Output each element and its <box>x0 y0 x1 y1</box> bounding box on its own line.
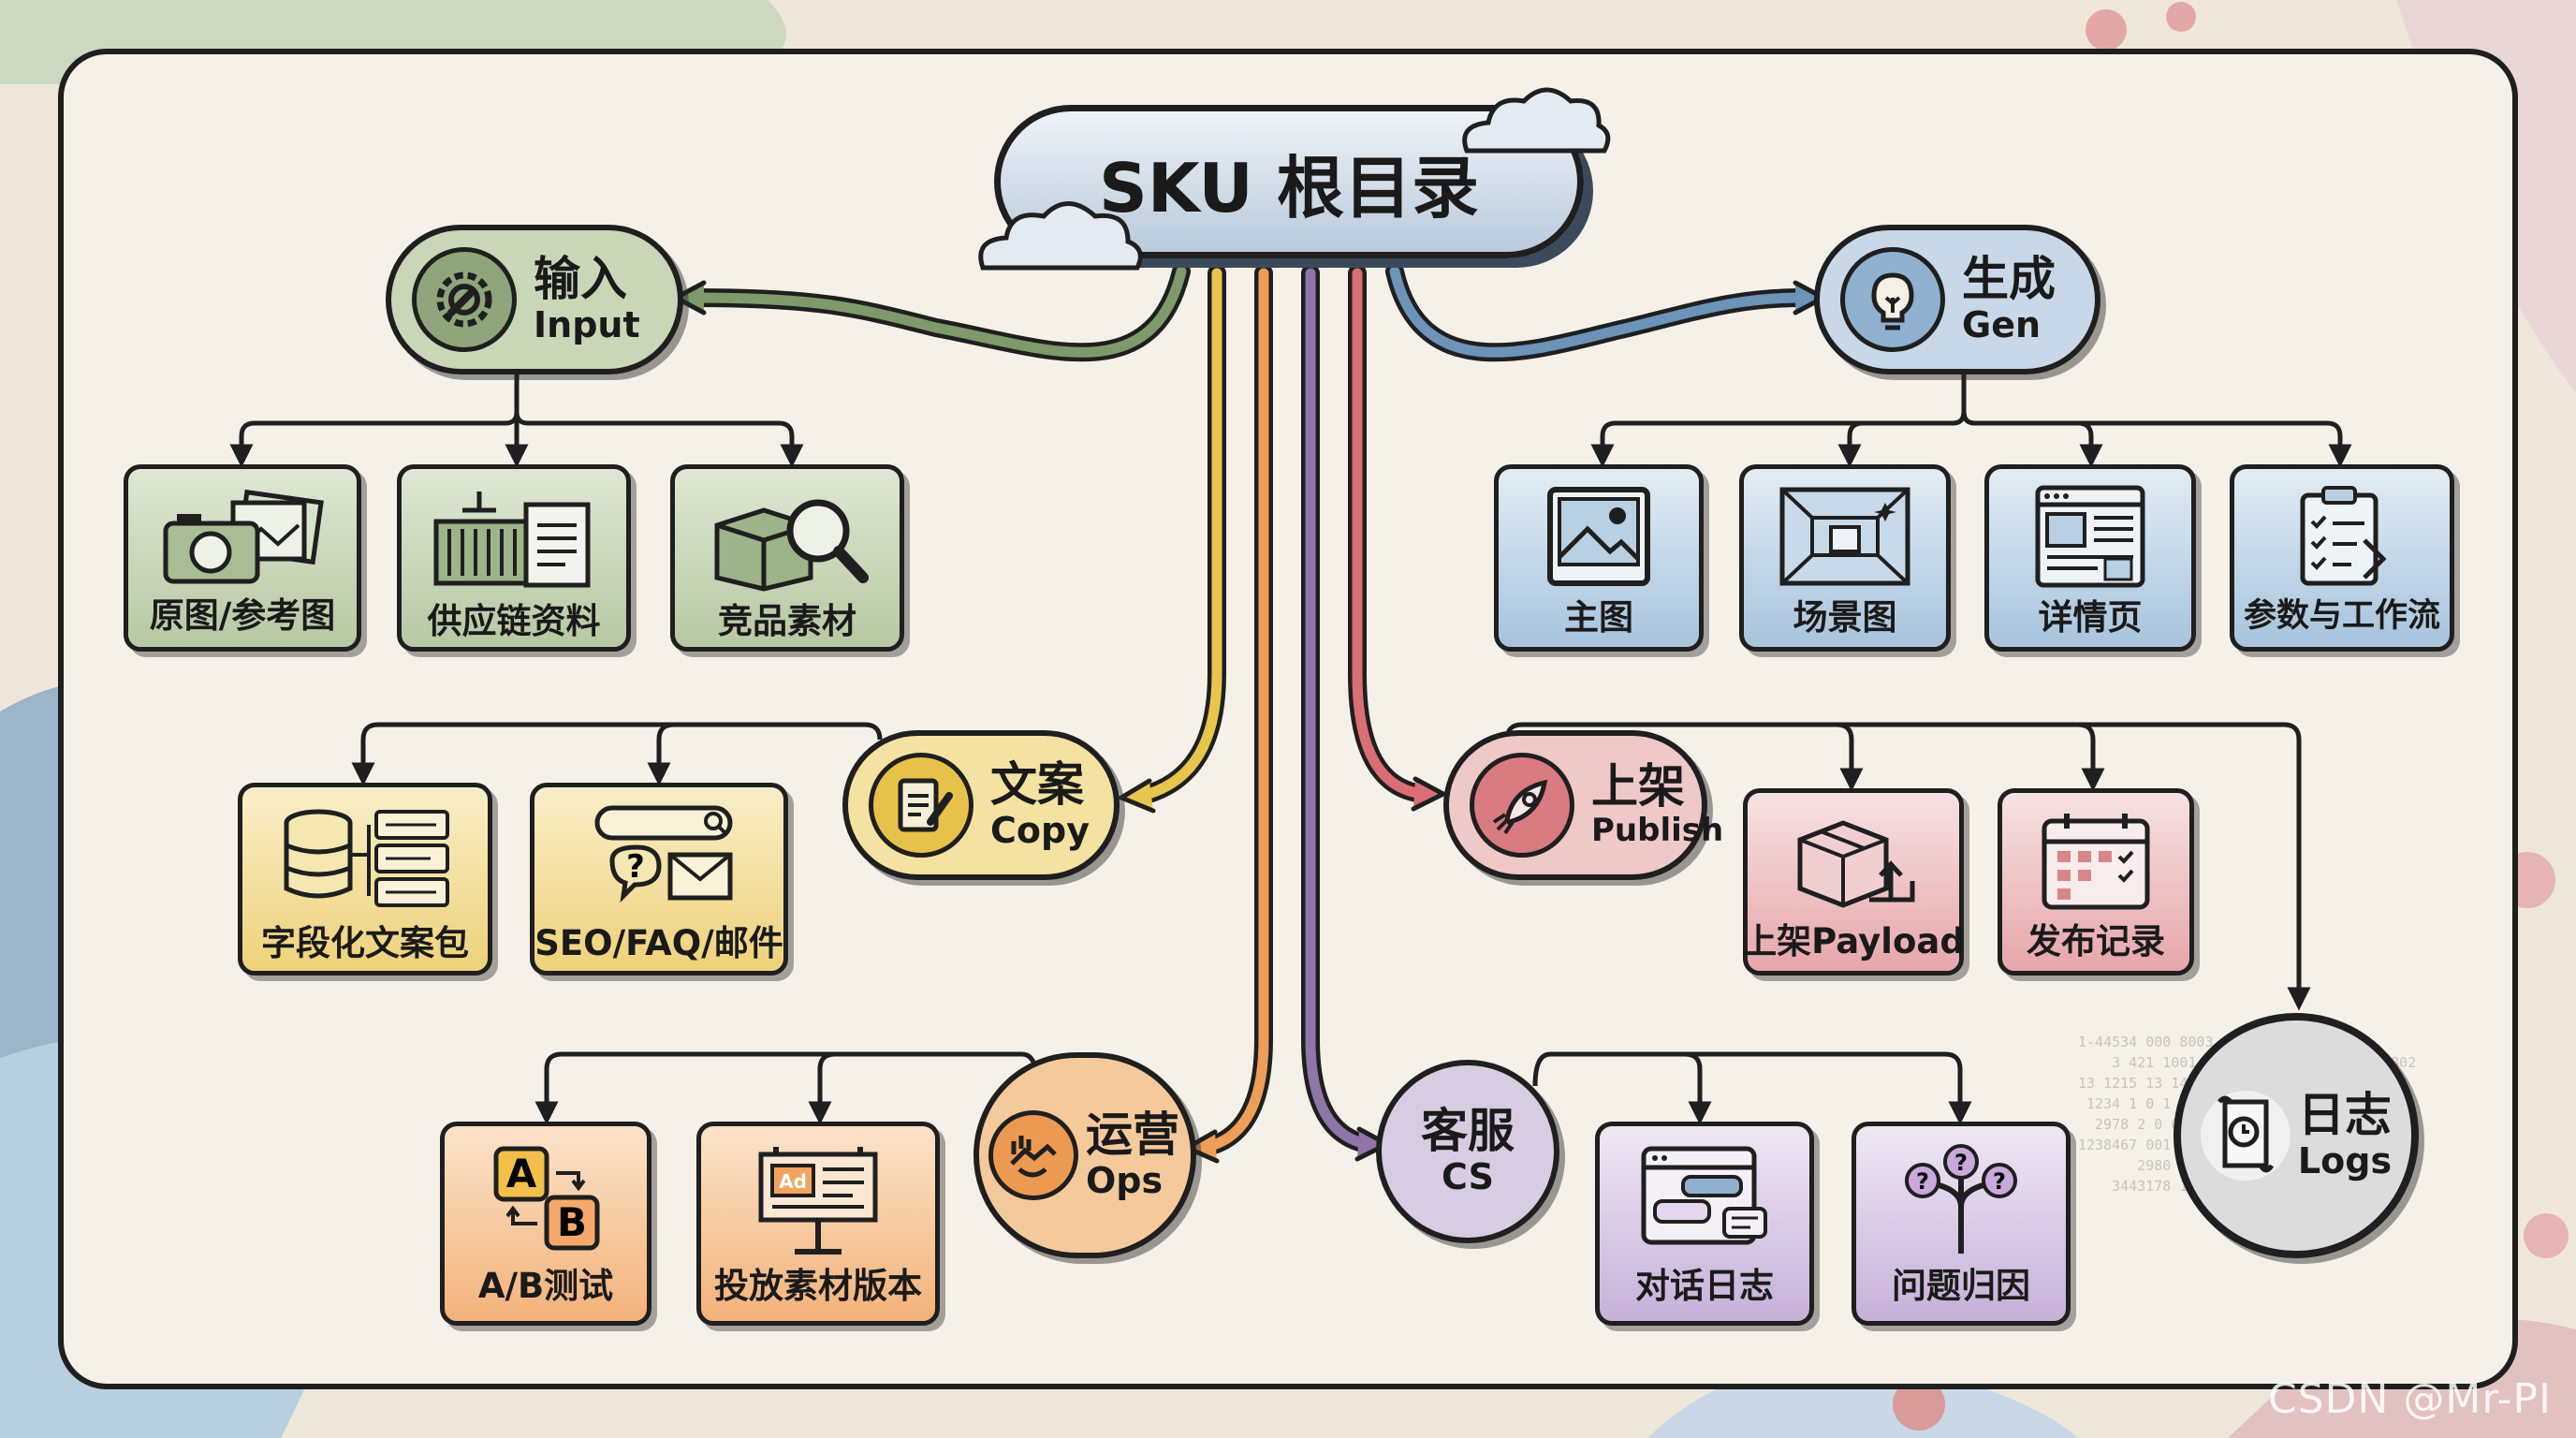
package-upload-icon <box>1797 820 1915 908</box>
webpage-icon <box>2035 485 2145 588</box>
leaf-gen-scene-image[interactable]: 场景图 <box>1739 464 1951 652</box>
category-cs-title: 客服 <box>1421 1103 1515 1158</box>
leaf-copy-field-pack[interactable]: 字段化文案包 <box>238 783 492 976</box>
leaf-input-supply-chain[interactable]: 供应链资料 <box>397 464 631 652</box>
handshake-chart-icon <box>988 1110 1078 1200</box>
clipboard-checklist-icon <box>2300 486 2387 586</box>
lightbulb-icon <box>1840 247 1945 352</box>
chat-window-icon <box>1641 1146 1767 1245</box>
leaf-gen-params-workflow[interactable]: 参数与工作流 <box>2230 464 2454 652</box>
leaf-input-competitor-assets[interactable]: 竞品素材 <box>670 464 904 652</box>
category-ops-subtitle: Ops <box>1086 1160 1164 1202</box>
leaf-gen-detail-page[interactable]: 详情页 <box>1984 464 2196 652</box>
category-publish-subtitle: Publish <box>1591 812 1724 850</box>
rocket-icon <box>1470 753 1574 858</box>
container-document-icon <box>433 492 591 588</box>
leaf-label: 场景图 <box>1793 597 1897 638</box>
gear-wrench-icon <box>412 247 517 352</box>
leaf-label: 问题归因 <box>1892 1266 2030 1306</box>
category-input-subtitle: Input <box>534 304 640 346</box>
cloud-icon <box>978 201 1143 271</box>
ad-badge: Ad <box>779 1170 807 1193</box>
box-magnifier-icon <box>714 499 869 592</box>
leaf-publish-payload[interactable]: 上架Payload <box>1742 788 1965 976</box>
leaf-ops-ad-creatives[interactable]: Ad 投放素材版本 <box>696 1122 940 1326</box>
camera-photos-icon <box>163 489 324 584</box>
leaf-label: 主图 <box>1564 597 1633 638</box>
image-icon <box>1547 487 1650 586</box>
question-mark: ? <box>626 848 645 886</box>
leaf-label: 原图/参考图 <box>149 595 336 636</box>
scene-cube-icon <box>1779 487 1910 586</box>
leaf-label: 参数与工作流 <box>2243 597 2440 635</box>
watermark: CSDN @Mr-PI <box>2267 1375 2552 1423</box>
billboard-ad-icon: Ad <box>758 1147 878 1255</box>
leaf-cs-issue-attribution[interactable]: ??? 问题归因 <box>1852 1122 2071 1326</box>
leaf-label: 投放素材版本 <box>714 1266 922 1306</box>
category-publish-title: 上架 <box>1591 758 1685 814</box>
category-gen-subtitle: Gen <box>1962 304 2042 346</box>
question-mark: ? <box>1916 1168 1929 1195</box>
category-cs-subtitle: CS <box>1442 1156 1494 1198</box>
leaf-gen-main-image[interactable]: 主图 <box>1494 464 1704 652</box>
leaf-label: 字段化文案包 <box>261 923 469 963</box>
leaf-label: SEO/FAQ/邮件 <box>534 923 783 963</box>
category-gen-title: 生成 <box>1962 251 2056 306</box>
question-tree-icon: ??? <box>1905 1144 2017 1254</box>
ab-letter-a: A <box>506 1151 537 1196</box>
leaf-label: A/B测试 <box>477 1266 614 1306</box>
category-logs-title: 日志 <box>2297 1087 2392 1142</box>
category-copy-title: 文案 <box>990 756 1084 812</box>
leaf-label: 供应链资料 <box>427 601 601 641</box>
leaf-input-reference-images[interactable]: 原图/参考图 <box>124 464 361 652</box>
ab-letter-b: B <box>557 1199 587 1245</box>
category-input-title: 输入 <box>534 251 627 306</box>
leaf-label: 上架Payload <box>1742 921 1965 961</box>
category-logs-subtitle: Logs <box>2297 1140 2393 1182</box>
leaf-label: 竞品素材 <box>718 601 856 641</box>
question-mark: ? <box>1993 1168 2006 1195</box>
leaf-label: 对话日志 <box>1635 1266 1774 1306</box>
category-ops-title: 运营 <box>1086 1107 1179 1162</box>
calendar-icon <box>2042 814 2150 910</box>
leaf-label: 详情页 <box>2038 597 2143 638</box>
document-pen-icon <box>869 753 973 858</box>
search-question-mail-icon: ? <box>594 805 733 903</box>
scroll-icon <box>2200 1091 2291 1181</box>
root-label: SKU 根目录 <box>1099 148 1479 227</box>
category-copy-subtitle: Copy <box>990 810 1090 852</box>
leaf-publish-records[interactable]: 发布记录 <box>1998 788 2194 976</box>
question-mark: ? <box>1954 1150 1968 1176</box>
ab-swap-icon: AB <box>493 1146 600 1251</box>
cloud-icon <box>1462 87 1611 154</box>
database-fields-icon <box>284 809 449 907</box>
leaf-label: 发布记录 <box>2027 921 2165 961</box>
leaf-copy-seo-faq-mail[interactable]: ? SEO/FAQ/邮件 <box>530 783 788 976</box>
leaf-cs-chat-logs[interactable]: 对话日志 <box>1595 1122 1814 1326</box>
